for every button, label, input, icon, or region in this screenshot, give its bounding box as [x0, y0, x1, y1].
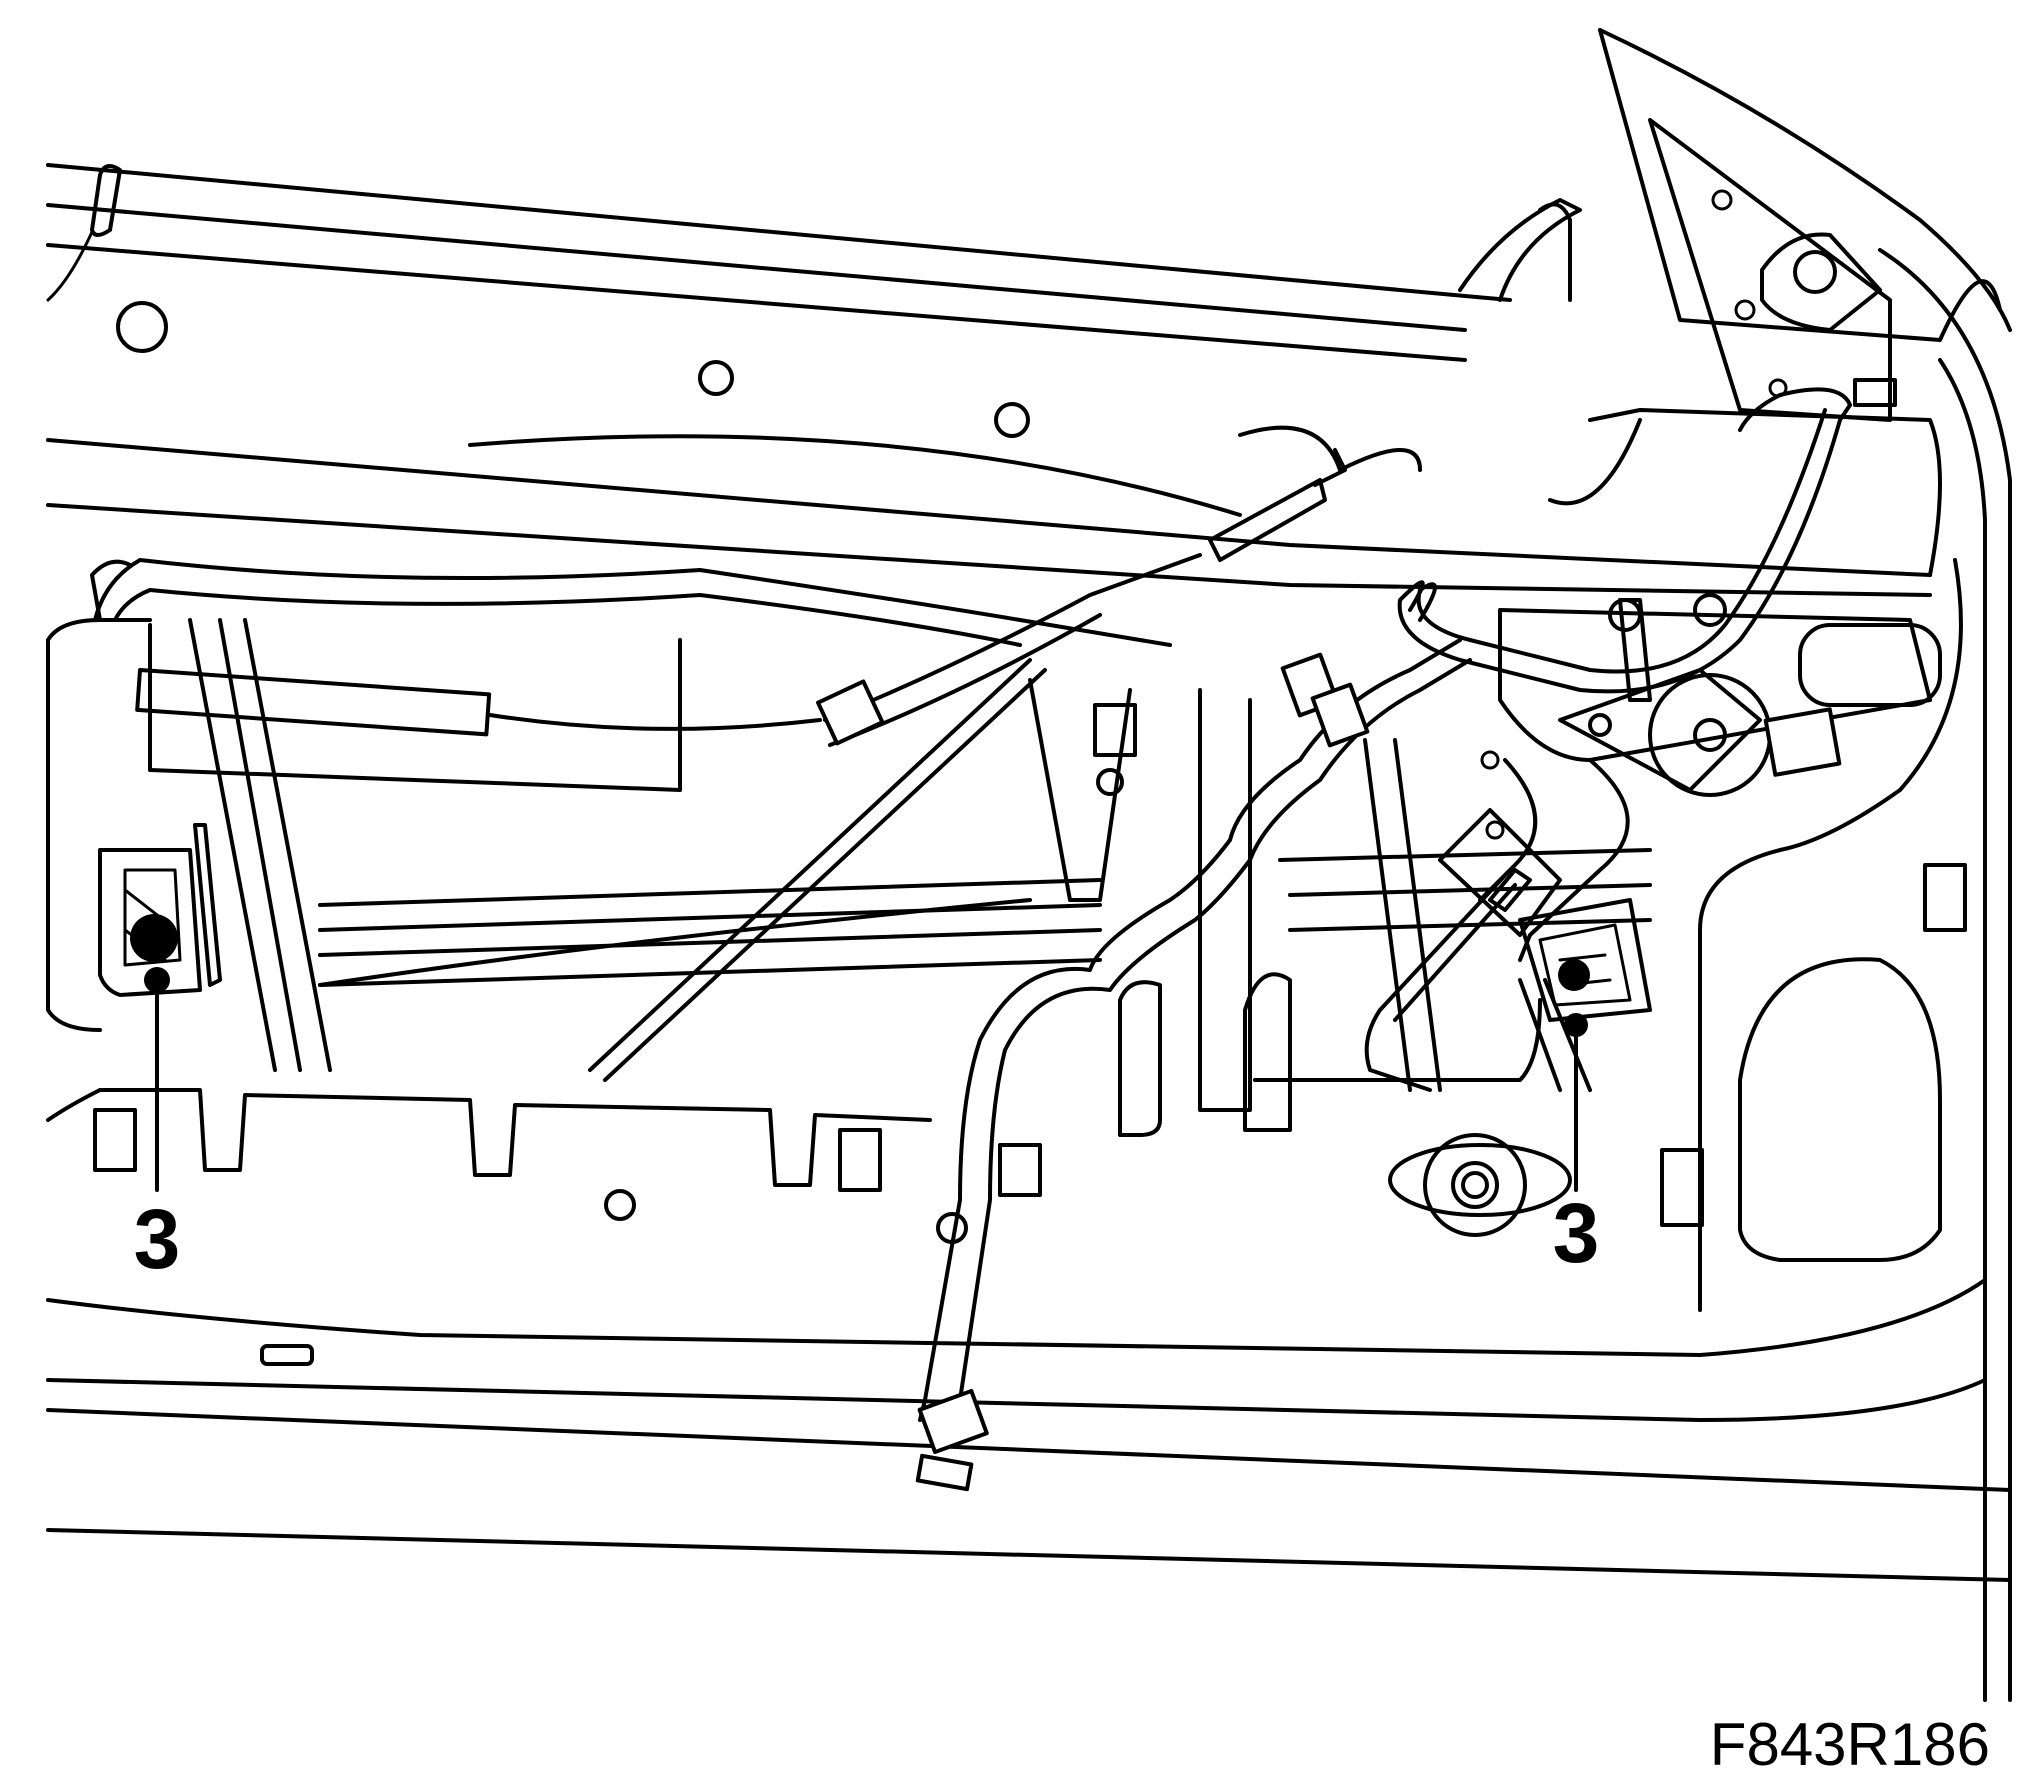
- callout-label-right: 3: [1553, 1186, 1600, 1280]
- panel-holes: [93, 301, 1967, 1366]
- door-outer-edge: [1878, 248, 2012, 1702]
- bolt-right-icon: [1558, 959, 1590, 991]
- inner-panel: [46, 408, 2012, 1582]
- callout-label-left: 3: [134, 1192, 181, 1286]
- window-regulator: [148, 593, 1942, 1112]
- figure-id: F843R186: [1710, 1711, 1990, 1778]
- callout-right: 3: [1553, 959, 1600, 1280]
- bolt-left-icon: [130, 914, 178, 962]
- wiring-harness: [90, 387, 1852, 1492]
- window-frame: [46, 28, 2012, 597]
- callout-left: 3: [130, 914, 180, 1286]
- right-bracket: [1518, 898, 1652, 1022]
